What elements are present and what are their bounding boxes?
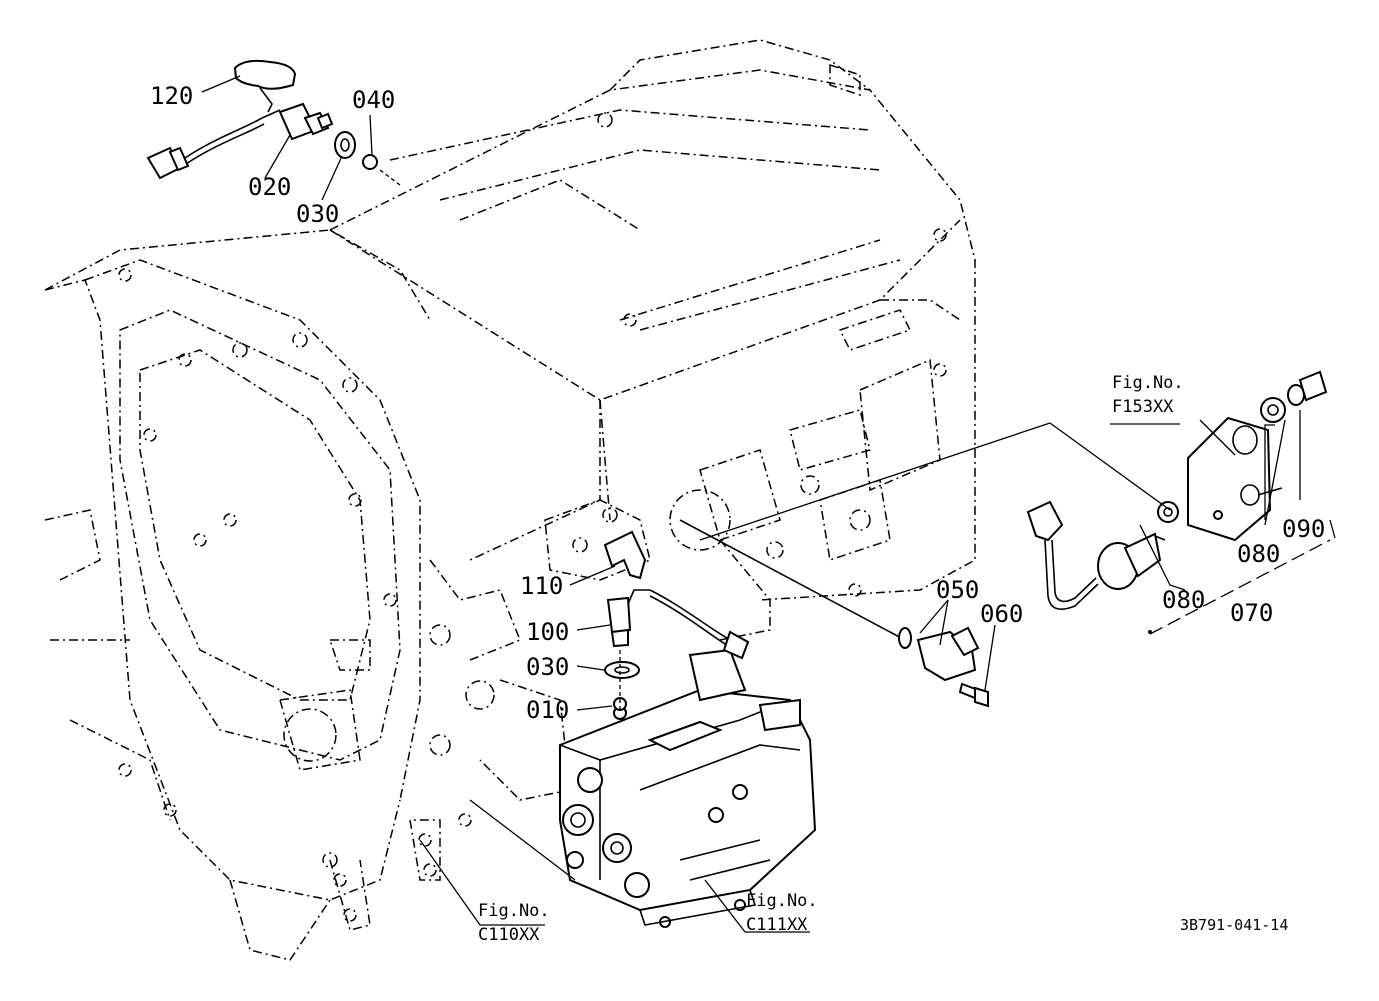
callout-110: 110 [520, 572, 563, 600]
ref-c110xx-line2: C110XX [478, 925, 540, 945]
ref-f153xx-line2: F153XX [1112, 397, 1174, 417]
ref-f153xx: Fig.No. F153XX [1112, 373, 1184, 417]
drawing-code: 3B791-041-14 [1180, 916, 1288, 934]
callout-050: 050 [936, 576, 979, 604]
ref-c110xx-line1: Fig.No. [478, 901, 550, 921]
part-030-washer-mid [604, 661, 640, 679]
callout-010: 010 [526, 696, 569, 724]
callout-030-top: 030 [296, 200, 339, 228]
part-060-bolt [958, 682, 989, 708]
part-030-washer-top-hole [340, 138, 350, 152]
ref-f153xx-line1: Fig.No. [1112, 373, 1184, 393]
part-120-boot [233, 59, 297, 113]
callout-020: 020 [248, 173, 291, 201]
part-110-boot [603, 530, 647, 580]
ref-c111xx-line2: C111XX [746, 915, 808, 935]
part-030-washer-mid-hole [614, 666, 630, 674]
ref-c111xx-line1: Fig.No. [746, 891, 818, 911]
leader-lines [201, 75, 1336, 933]
callout-100: 100 [526, 618, 569, 646]
part-100-switch [606, 589, 750, 660]
callout-070: 070 [1230, 599, 1273, 627]
part-040-ball [362, 154, 378, 170]
callout-030-mid: 030 [526, 653, 569, 681]
callout-080-lower: 080 [1162, 586, 1205, 614]
ref-c111xx: Fig.No. C111XX [746, 891, 818, 935]
part-020-switch [146, 102, 334, 180]
ref-c110xx: Fig.No. C110XX [478, 901, 550, 945]
transmission-housing [44, 39, 976, 961]
part-050-sensor [679, 519, 980, 682]
callout-060: 060 [980, 600, 1023, 628]
callout-090: 090 [1282, 515, 1325, 543]
assembly-axis-top [379, 169, 401, 186]
callout-120: 120 [150, 82, 193, 110]
callout-040: 040 [352, 86, 395, 114]
callout-080-upper: 080 [1237, 540, 1280, 568]
part-070-assembly [1026, 370, 1328, 610]
part-030-washer-top [334, 131, 356, 159]
bracket-dot [1148, 630, 1152, 634]
valve-block [559, 648, 817, 928]
